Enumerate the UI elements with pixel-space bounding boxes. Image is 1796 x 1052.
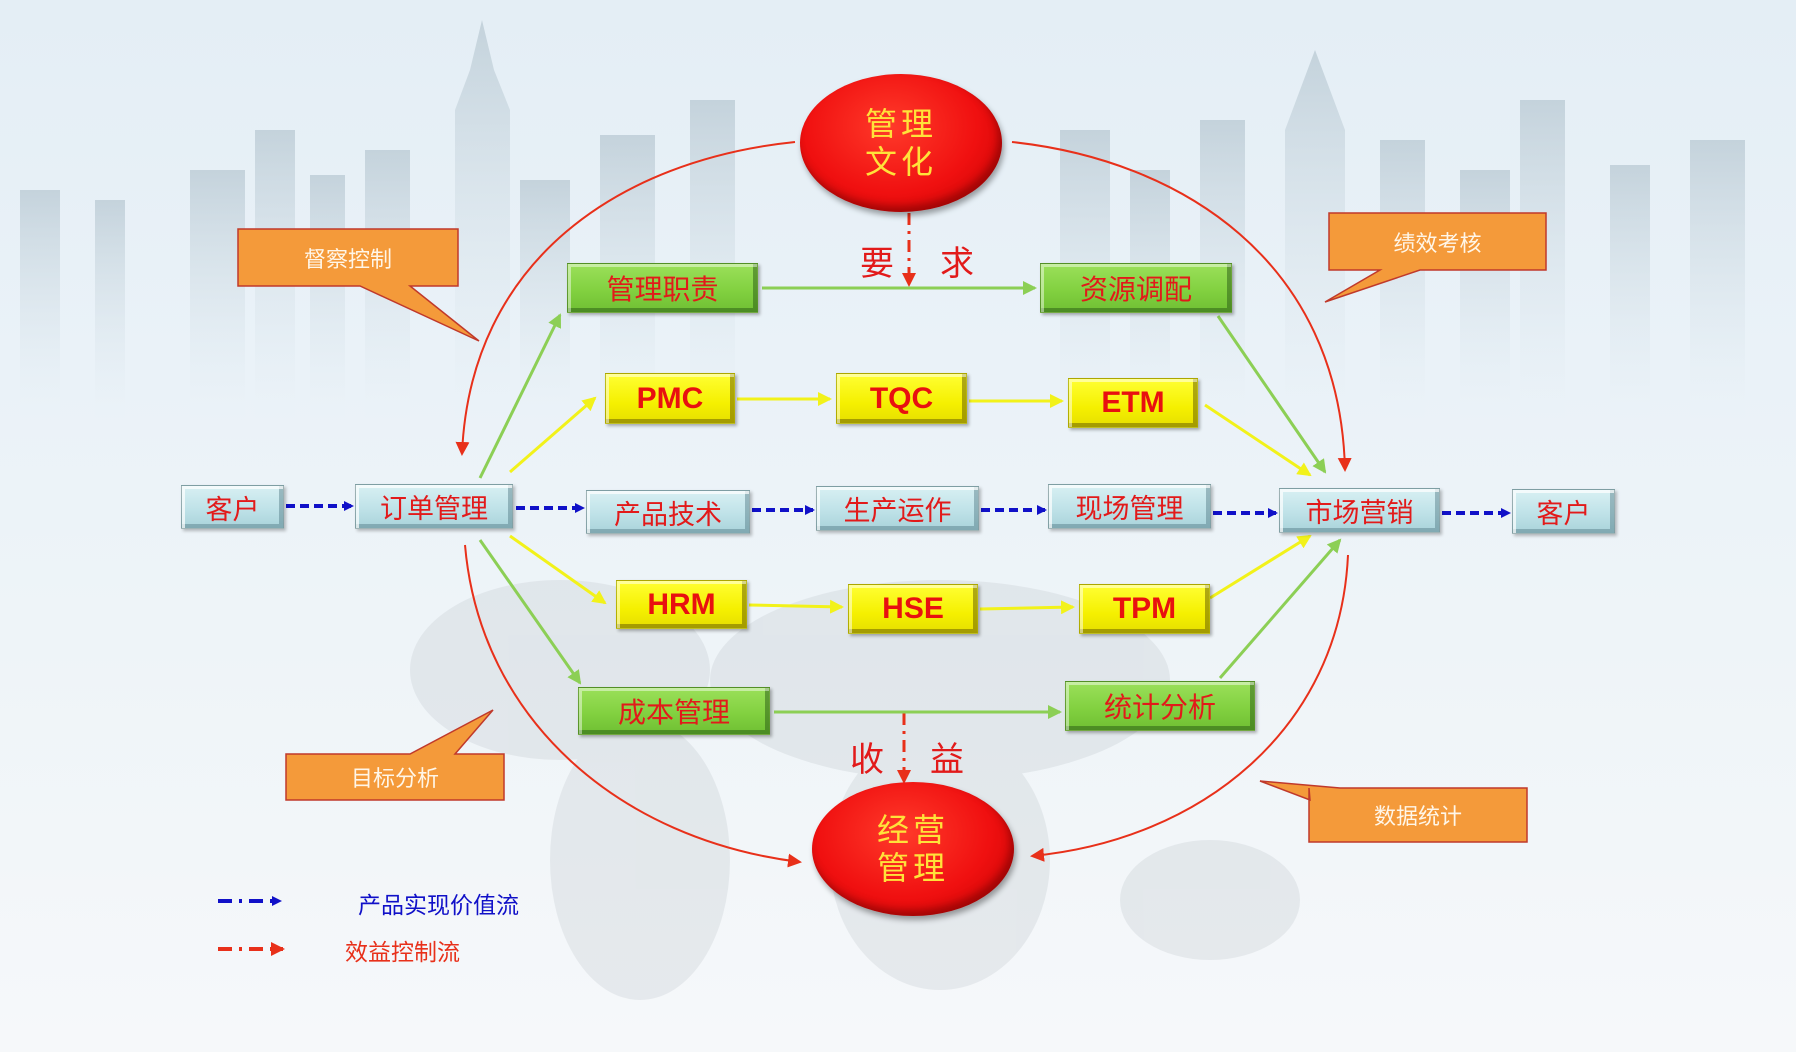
business-management-line1: 经营 (876, 810, 949, 849)
link-order-cost (478, 539, 582, 685)
management-duty-box: 管理职责 (567, 263, 758, 313)
management-duty-label: 管理职责 (606, 273, 719, 306)
callout-shape-data (1259, 780, 1528, 843)
arc-culture-to-order (455, 141, 796, 456)
hse-box: HSE (848, 584, 978, 634)
customer-out-label: 客户 (1536, 499, 1591, 530)
callout-data-statistics: 数据统计 (1373, 805, 1462, 830)
link-stats-marketing (1218, 538, 1342, 679)
site-management-label: 现场管理 (1075, 494, 1184, 525)
requirement-label-right: 求 (940, 244, 974, 284)
statistical-analysis-label: 统计分析 (1103, 691, 1216, 724)
customer-out-box: 客户 (1512, 489, 1615, 534)
tqc-label: TQC (869, 381, 934, 415)
link-order-hrm (509, 534, 607, 605)
cost-management-box: 成本管理 (578, 687, 770, 735)
resource-allocation-label: 资源调配 (1079, 273, 1192, 306)
requirement-label-left: 要 (860, 244, 894, 284)
link-etm-marketing (1204, 403, 1312, 477)
hrm-label: HRM (647, 587, 716, 621)
resource-allocation-box: 资源调配 (1040, 263, 1232, 313)
callout-target-analysis: 目标分析 (350, 767, 439, 792)
callout-performance-review: 绩效考核 (1393, 231, 1482, 257)
production-label: 生产运作 (843, 496, 952, 527)
callout-supervise-control: 督察控制 (303, 247, 392, 273)
product-tech-box: 产品技术 (586, 490, 750, 534)
cost-management-label: 成本管理 (617, 696, 730, 729)
management-culture-line2: 文化 (864, 143, 937, 181)
link-resource-marketing (1216, 315, 1327, 474)
site-management-box: 现场管理 (1048, 484, 1211, 529)
customer-in-box: 客户 (181, 485, 284, 529)
tpm-box: TPM (1079, 584, 1210, 634)
etm-box: ETM (1068, 378, 1198, 428)
hrm-box: HRM (616, 580, 747, 629)
arc-order-to-business (464, 544, 802, 868)
marketing-label: 市场营销 (1305, 498, 1414, 529)
business-management-line2: 管理 (876, 849, 949, 887)
pmc-box: PMC (605, 373, 735, 424)
order-management-label: 订单管理 (380, 494, 488, 525)
arc-marketing-to-business (1030, 554, 1349, 862)
benefit-label-right: 益 (930, 740, 964, 780)
link-tpm-marketing (1209, 534, 1312, 600)
etm-label: ETM (1101, 386, 1165, 419)
customer-in-label: 客户 (205, 494, 260, 526)
callout-shape-supervise (237, 228, 480, 342)
order-management-box: 订单管理 (355, 484, 513, 529)
link-hrm-hse (748, 599, 844, 614)
tpm-label: TPM (1112, 592, 1177, 625)
callout-shape-performance (1324, 212, 1547, 303)
callout-shape-target (285, 709, 505, 801)
link-hse-tpm (979, 600, 1075, 615)
arc-culture-to-marketing (1011, 141, 1352, 472)
link-order-duty (478, 313, 562, 479)
legend-value-flow-label: 产品实现价值流 (358, 893, 519, 919)
legend-control-flow-label: 效益控制流 (345, 940, 460, 966)
management-culture-line1: 管理 (864, 104, 937, 143)
management-culture-ellipse: 管理 文化 (800, 74, 1002, 212)
tqc-box: TQC (836, 373, 967, 424)
hse-label: HSE (882, 592, 944, 625)
link-order-pmc (509, 396, 597, 474)
statistical-analysis-box: 统计分析 (1065, 681, 1255, 731)
product-tech-label: 产品技术 (614, 499, 722, 531)
benefit-label-left: 收 (850, 740, 884, 780)
pmc-label: PMC (636, 381, 704, 415)
marketing-box: 市场营销 (1279, 488, 1440, 533)
production-box: 生产运作 (816, 486, 979, 531)
business-management-ellipse: 经营 管理 (812, 782, 1014, 916)
